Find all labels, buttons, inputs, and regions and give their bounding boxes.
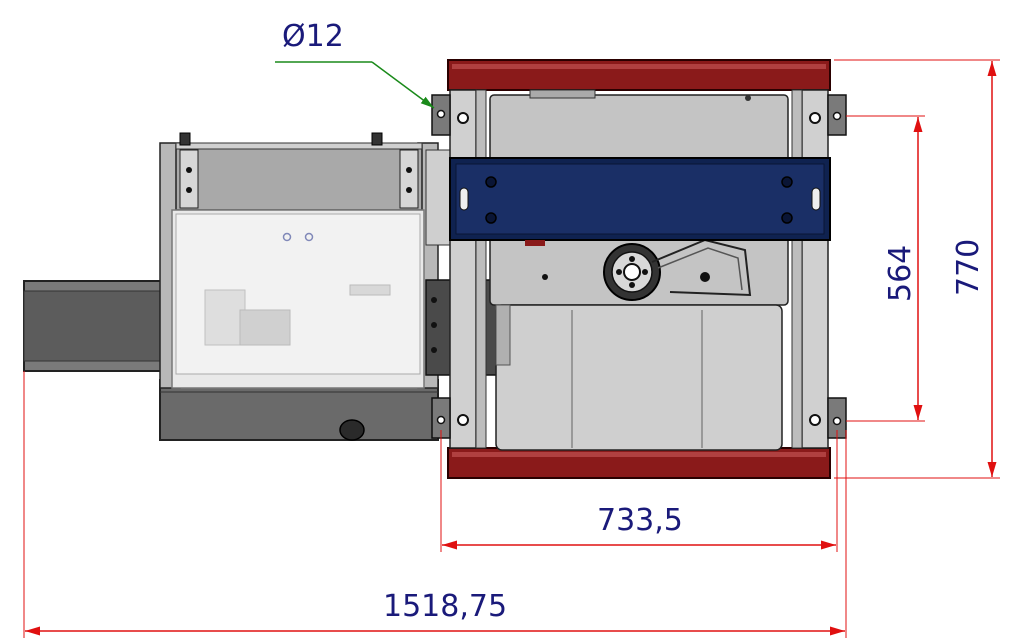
drive-gear [603,243,661,301]
frame-rail-bottom [447,447,831,479]
feed-chute [23,280,175,372]
frame-width-label: 733,5 [597,503,683,538]
inner-height-label: 564 [883,245,918,302]
frame-width-dimension: 733,5 [440,430,838,552]
hole-diameter-label: Ø12 [282,19,344,54]
drain-knob [339,419,365,441]
hole-diameter-callout: Ø12 [275,19,435,109]
frame-rail-top [447,59,831,91]
total-height-label: 770 [951,239,986,296]
hopper-unit [159,132,439,441]
total-height-dimension: 770 [834,59,1000,479]
mount-hole-icon [457,112,469,124]
total-width-label: 1518,75 [383,589,507,624]
upright-right [791,89,847,449]
inner-height-dimension: 564 [846,115,925,422]
total-width-dimension: 1518,75 [23,371,847,638]
mount-hole-icon [809,112,821,124]
linkage-arm [542,238,752,297]
upright-left [431,89,487,449]
mount-hole-icon [457,414,469,426]
cross-beam [449,157,831,246]
mount-hole-icon [809,414,821,426]
